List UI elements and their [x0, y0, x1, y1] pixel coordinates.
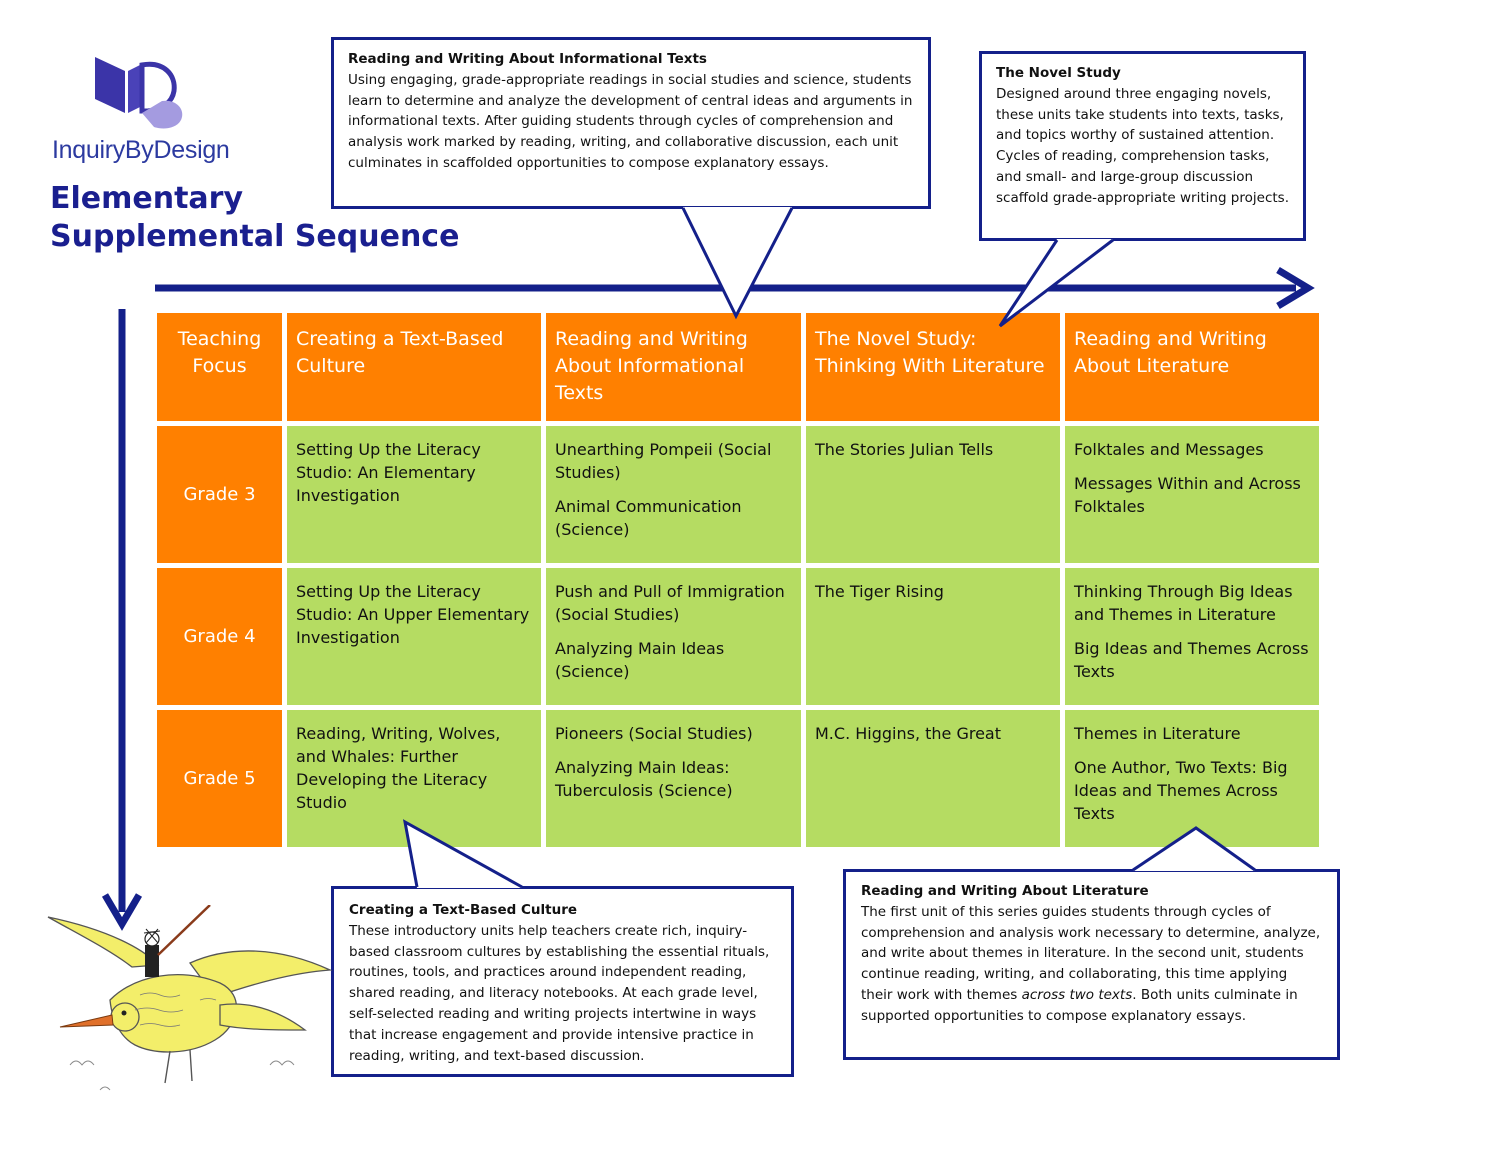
callout-title: The Novel Study — [996, 65, 1121, 81]
unit-title: One Author, Two Texts: Big Ideas and The… — [1074, 758, 1288, 823]
callout-body: The first unit of this series guides stu… — [861, 903, 1321, 1024]
callout-body: These introductory units help teachers c… — [349, 922, 770, 1064]
callout-text-based-culture: Creating a Text-Based Culture These intr… — [331, 886, 794, 1077]
cell-grade-4-informational: Push and Pull of Immigration (Social Stu… — [546, 568, 801, 705]
cell-grade-4-novel: The Tiger Rising — [806, 568, 1060, 705]
callout-body-emphasis: across two texts — [1021, 986, 1133, 1003]
callout-tail-informational — [683, 207, 792, 316]
callout-writing-about-literature: Reading and Writing About Literature The… — [843, 869, 1340, 1060]
unit-title: Thinking Through Big Ideas and Themes in… — [1074, 582, 1293, 624]
callout-title: Reading and Writing About Informational … — [348, 51, 707, 67]
unit-title: Pioneers (Social Studies) — [555, 724, 753, 743]
page-title: Elementary Supplemental Sequence — [50, 180, 459, 256]
unit-title: Themes in Literature — [1074, 724, 1241, 743]
row-header-grade-4: Grade 4 — [157, 568, 282, 705]
unit-title: Folktales and Messages — [1074, 440, 1264, 459]
callout-body: Designed around three engaging novels, t… — [996, 85, 1289, 206]
unit-title: Unearthing Pompeii (Social Studies) — [555, 440, 772, 482]
header-writing-about-literature: Reading and Writing About Literature — [1065, 313, 1319, 421]
cell-grade-3-novel: The Stories Julian Tells — [806, 426, 1060, 563]
unit-title: Push and Pull of Immigration (Social Stu… — [555, 582, 785, 624]
unit-title: Setting Up the Literacy Studio: An Eleme… — [296, 440, 481, 505]
unit-title: Reading, Writing, Wolves, and Whales: Fu… — [296, 724, 501, 812]
row-header-grade-5: Grade 5 — [157, 710, 282, 847]
logo-mark-icon — [95, 57, 183, 129]
page-title-line-2: Supplemental Sequence — [50, 219, 460, 254]
bird-illustration — [47, 905, 333, 1091]
cell-grade-5-novel: M.C. Higgins, the Great — [806, 710, 1060, 847]
cell-grade-3-literature: Folktales and Messages Messages Within a… — [1065, 426, 1319, 563]
header-teaching-focus: Teaching Focus — [157, 313, 282, 421]
unit-title: The Stories Julian Tells — [815, 440, 994, 459]
header-text-based-culture: Creating a Text-Based Culture — [287, 313, 541, 421]
cell-grade-3-informational: Unearthing Pompeii (Social Studies) Anim… — [546, 426, 801, 563]
cell-grade-4-literature: Thinking Through Big Ideas and Themes in… — [1065, 568, 1319, 705]
horizontal-arrowhead-icon — [1276, 266, 1315, 310]
cell-grade-5-culture: Reading, Writing, Wolves, and Whales: Fu… — [287, 710, 541, 847]
logo-wordmark: InquiryByDesign — [52, 136, 230, 164]
unit-title: Analyzing Main Ideas (Science) — [555, 639, 725, 681]
row-header-grade-3: Grade 3 — [157, 426, 282, 563]
unit-title: M.C. Higgins, the Great — [815, 724, 1002, 743]
callout-informational-texts: Reading and Writing About Informational … — [331, 37, 931, 209]
cell-grade-5-literature: Themes in Literature One Author, Two Tex… — [1065, 710, 1319, 847]
callout-body: Using engaging, grade-appropriate readin… — [348, 71, 913, 171]
cell-grade-5-informational: Pioneers (Social Studies) Analyzing Main… — [546, 710, 801, 847]
unit-title: Setting Up the Literacy Studio: An Upper… — [296, 582, 530, 647]
unit-title: Analyzing Main Ideas: Tuberculosis (Scie… — [555, 758, 733, 800]
callout-title: Creating a Text-Based Culture — [349, 902, 578, 918]
unit-title: The Tiger Rising — [815, 582, 944, 601]
cell-grade-4-culture: Setting Up the Literacy Studio: An Upper… — [287, 568, 541, 705]
unit-title: Big Ideas and Themes Across Texts — [1074, 639, 1309, 681]
page-title-line-1: Elementary — [50, 181, 244, 216]
callout-title: Reading and Writing About Literature — [861, 883, 1149, 899]
unit-title: Messages Within and Across Folktales — [1074, 474, 1301, 516]
header-novel-study: The Novel Study: Thinking With Literatur… — [806, 313, 1060, 421]
callout-novel-study: The Novel Study Designed around three en… — [979, 51, 1306, 241]
unit-title: Animal Communication (Science) — [555, 497, 742, 539]
header-informational-texts: Reading and Writing About Informational … — [546, 313, 801, 421]
cell-grade-3-culture: Setting Up the Literacy Studio: An Eleme… — [287, 426, 541, 563]
